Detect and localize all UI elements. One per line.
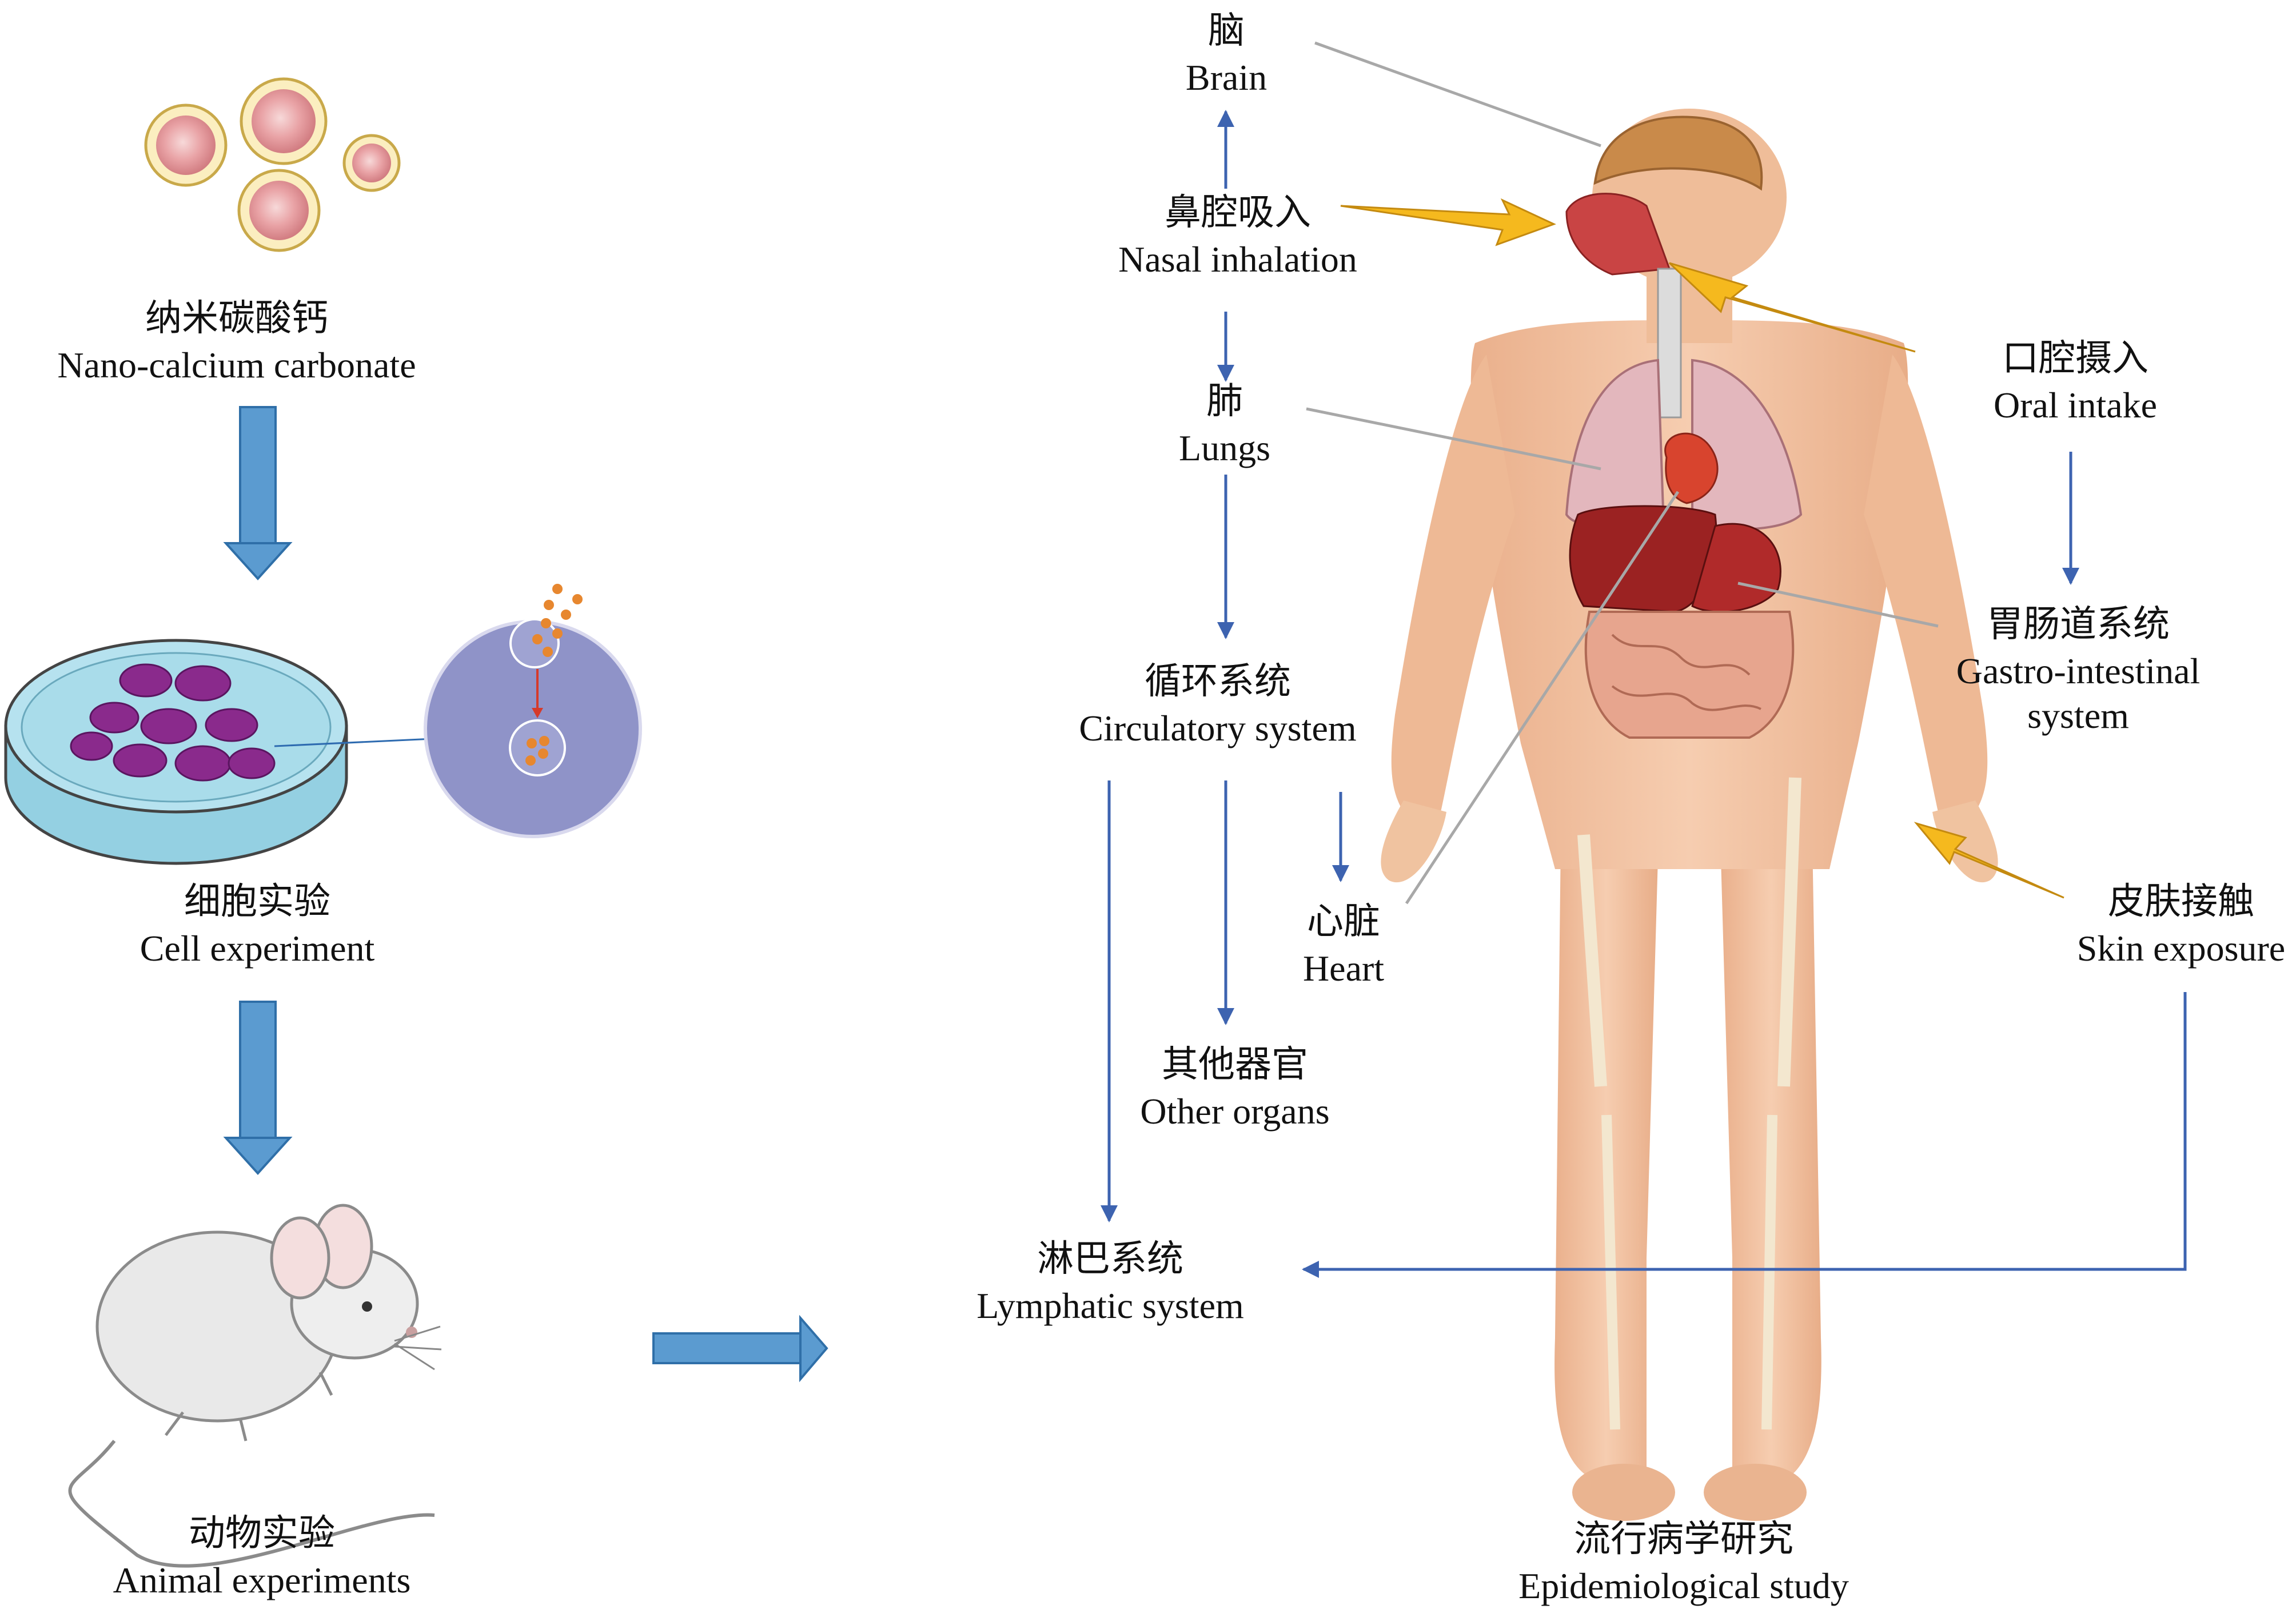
block-arrow-down-2 bbox=[223, 1001, 293, 1175]
label-zh: 淋巴系统 bbox=[1037, 1238, 1183, 1280]
label-brain: 脑 Brain bbox=[1186, 13, 1267, 96]
label-en: Heart bbox=[1302, 948, 1385, 989]
arrow-nasal-entry bbox=[1340, 198, 1556, 246]
label-zh: 鼻腔吸入 bbox=[1165, 192, 1311, 234]
petri-dish-icon bbox=[4, 639, 458, 865]
label-zh: 胃肠道系统 bbox=[1987, 603, 2170, 646]
label-cell-experiment: 细胞实验 Cell experiment bbox=[140, 883, 375, 967]
label-en: Nasal inhalation bbox=[1118, 239, 1357, 280]
label-lymphatic-system: 淋巴系统 Lymphatic system bbox=[976, 1241, 1244, 1324]
label-zh: 口腔摄入 bbox=[2002, 337, 2148, 380]
block-arrow-right bbox=[652, 1315, 828, 1383]
label-en: Other organs bbox=[1140, 1091, 1330, 1132]
label-zh: 循环系统 bbox=[1145, 660, 1291, 703]
label-en: Lungs bbox=[1179, 428, 1270, 468]
nanoparticles-icon bbox=[144, 77, 401, 252]
label-other-organs: 其他器官 Other organs bbox=[1140, 1046, 1329, 1130]
label-zh: 细胞实验 bbox=[184, 881, 330, 923]
label-en: Gastro-intestinal bbox=[1956, 651, 2201, 691]
label-en: Animal experiments bbox=[113, 1560, 411, 1600]
label-epidemiological-study: 流行病学研究 Epidemiological study bbox=[1518, 1521, 1849, 1604]
label-zh: 皮肤接触 bbox=[2108, 881, 2254, 923]
label-lungs: 肺 Lungs bbox=[1179, 383, 1270, 467]
label-zh: 其他器官 bbox=[1162, 1044, 1308, 1086]
label-en: Circulatory system bbox=[1079, 708, 1357, 748]
block-arrow-down-1 bbox=[223, 406, 293, 580]
label-zh: 动物实验 bbox=[189, 1512, 335, 1555]
label-en-line2: system bbox=[2027, 695, 2129, 736]
label-en: Epidemiological study bbox=[1518, 1566, 1849, 1606]
label-skin-exposure: 皮肤接触 Skin exposure bbox=[2077, 883, 2285, 967]
mouse-icon bbox=[68, 1204, 442, 1568]
label-en: Skin exposure bbox=[2076, 928, 2286, 969]
label-en: Oral intake bbox=[1993, 385, 2158, 425]
label-en: Brain bbox=[1185, 57, 1267, 98]
label-zh: 肺 bbox=[1206, 380, 1243, 423]
pointer-lungs bbox=[1306, 407, 1601, 471]
label-animal-experiments: 动物实验 Animal experiments bbox=[113, 1515, 411, 1599]
label-nano-calcium-carbonate: 纳米碳酸钙 Nano-calcium carbonate bbox=[57, 300, 416, 384]
pointer-brain bbox=[1314, 41, 1601, 148]
human-body-illustration bbox=[1381, 109, 1998, 1521]
pointer-gi bbox=[1737, 582, 1939, 628]
label-en: Nano-calcium carbonate bbox=[57, 345, 416, 385]
label-circulatory-system: 循环系统 Circulatory system bbox=[1079, 663, 1356, 747]
arrow-oral-entry bbox=[1668, 262, 1916, 353]
label-en: Lymphatic system bbox=[976, 1285, 1244, 1326]
cell-uptake-icon bbox=[424, 584, 642, 838]
label-oral-intake: 口腔摄入 Oral intake bbox=[1994, 340, 2157, 424]
label-nasal-inhalation: 鼻腔吸入 Nasal inhalation bbox=[1118, 194, 1357, 278]
arrow-skin-entry bbox=[1914, 822, 2064, 899]
label-zh: 心脏 bbox=[1307, 901, 1380, 943]
label-gastro-intestinal-system: 胃肠道系统 Gastro-intestinal system bbox=[1956, 606, 2201, 734]
pointer-heart bbox=[1405, 491, 1680, 905]
arrow-skin-to-lymphatic bbox=[1302, 992, 2187, 1278]
label-zh: 纳米碳酸钙 bbox=[145, 297, 328, 340]
label-en: Cell experiment bbox=[139, 928, 375, 969]
label-heart: 心脏 Heart bbox=[1303, 903, 1384, 987]
label-zh: 流行病学研究 bbox=[1574, 1518, 1793, 1560]
label-zh: 脑 bbox=[1208, 10, 1245, 52]
